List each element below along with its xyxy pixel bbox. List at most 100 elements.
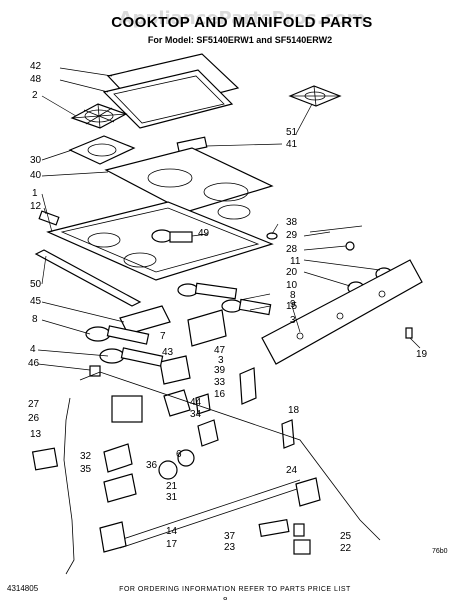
callout-30: 30 — [30, 155, 42, 166]
callout-47: 47 — [214, 345, 226, 356]
maintop-burner-right — [217, 204, 251, 220]
lower-frame-rail — [119, 479, 301, 541]
valve-shield[interactable] — [111, 395, 143, 423]
callout-40: 40 — [30, 170, 42, 181]
callout-6: 6 — [176, 449, 182, 460]
valve-44[interactable] — [163, 389, 191, 417]
callout-25: 25 — [340, 531, 352, 542]
side-bracket-39[interactable] — [239, 367, 257, 405]
callout-35: 35 — [80, 464, 92, 475]
callout-17: 17 — [166, 539, 178, 550]
burner-bracket-center[interactable] — [187, 309, 227, 347]
callout-44: 44 — [190, 397, 202, 408]
gas-valve-13[interactable] — [31, 447, 59, 471]
regulator-bracket[interactable] — [195, 393, 211, 415]
igniter-clip[interactable] — [345, 241, 355, 251]
rear-bracket-18[interactable] — [281, 419, 295, 449]
valve-bracket-43[interactable] — [159, 355, 191, 385]
ordering-note: FOR ORDERING INFORMATION REFER TO PARTS … — [119, 586, 351, 593]
callout-18: 18 — [288, 405, 300, 416]
callout-22: 22 — [340, 543, 352, 554]
callout-3-lower: 3 — [218, 355, 224, 366]
document-number: 4314805 — [7, 584, 39, 593]
callout-49: 49 — [198, 228, 210, 239]
callout-10: 10 — [286, 280, 298, 291]
maintop-clip[interactable] — [38, 210, 60, 226]
callout-37: 37 — [224, 531, 236, 542]
callout-42: 42 — [30, 61, 42, 72]
igniter-wire — [309, 225, 363, 233]
callout-39: 39 — [214, 365, 226, 376]
igniter-grommet[interactable] — [266, 232, 278, 240]
callout-14: 14 — [166, 526, 178, 537]
callout-4: 4 — [30, 344, 36, 355]
callout-7: 7 — [160, 331, 166, 342]
center-burner-assembly[interactable] — [177, 282, 272, 316]
lower-frame-rail-2 — [119, 487, 301, 549]
page-number: 8 — [223, 596, 227, 600]
gas-tube-left — [63, 397, 75, 575]
drawing-code: 76b0 — [432, 548, 448, 555]
callout-2: 2 — [32, 90, 38, 101]
rear-burner-assembly[interactable] — [151, 229, 193, 243]
callout-1: 1 — [32, 188, 38, 199]
callout-23: 23 — [224, 542, 236, 553]
callout-27: 27 — [28, 399, 40, 410]
bracket-17[interactable] — [99, 521, 127, 553]
valve-box-32[interactable] — [103, 443, 133, 473]
lower-right-valve[interactable] — [258, 518, 311, 555]
burner-drip-bowl[interactable] — [68, 135, 136, 165]
left-burner-assembly[interactable] — [85, 325, 150, 345]
maintop-burner-left — [87, 232, 121, 248]
cooktop-top-panel[interactable] — [104, 147, 274, 213]
callout-3-upper: 3 — [290, 315, 296, 326]
cover-frame[interactable] — [102, 69, 234, 129]
callout-43: 43 — [162, 347, 174, 358]
callout-28: 28 — [286, 244, 298, 255]
pressure-regulator[interactable] — [197, 419, 219, 447]
callout-29: 29 — [286, 230, 298, 241]
lower-left-burner[interactable] — [89, 347, 164, 377]
burner-opening-rear — [147, 168, 193, 188]
spark-module-36[interactable] — [158, 460, 178, 480]
callout-50: 50 — [30, 279, 42, 290]
panel-hole-3 — [378, 290, 386, 298]
leader-lines — [37, 67, 421, 371]
callout-19: 19 — [416, 349, 428, 360]
callout-48: 48 — [30, 74, 42, 85]
mounting-screw[interactable] — [405, 327, 413, 339]
gear-6[interactable] — [177, 449, 195, 467]
callout-13: 13 — [30, 429, 42, 440]
callout-36: 36 — [146, 460, 158, 471]
watermark: AppliancePartsPros.com — [118, 8, 366, 29]
callout-21: 21 — [166, 481, 178, 492]
callout-24: 24 — [286, 465, 298, 476]
callout-38: 38 — [286, 217, 298, 228]
callout-51: 51 — [286, 127, 298, 138]
callout-46: 46 — [28, 358, 40, 369]
burner-opening-front — [203, 182, 249, 202]
page-title: COOKTOP AND MANIFOLD PARTS — [111, 14, 373, 31]
callout-41: 41 — [286, 139, 298, 150]
callout-20: 20 — [286, 267, 298, 278]
callout-11: 11 — [290, 256, 301, 267]
callout-45: 45 — [30, 296, 42, 307]
callout-9: 9 — [290, 299, 296, 310]
maintop-burner-center — [123, 252, 157, 268]
callout-26: 26 — [28, 413, 40, 424]
front-trim-strip[interactable] — [34, 249, 142, 307]
model-subtitle: For Model: SF5140ERW1 and SF5140ERW2 — [147, 35, 333, 45]
burner-grate-right[interactable] — [288, 85, 342, 107]
burner-bracket-left[interactable] — [119, 305, 171, 335]
callout-8-right: 8 — [290, 290, 296, 301]
callout-8-left: 8 — [32, 314, 38, 325]
bracket-24[interactable] — [295, 477, 321, 507]
cover-frame-inner — [113, 75, 225, 124]
valve-box-35[interactable] — [103, 473, 137, 503]
callout-15: 15 — [286, 301, 298, 312]
panel-hole-1 — [296, 332, 304, 340]
callout-12: 12 — [30, 201, 42, 212]
burner-grate[interactable] — [70, 103, 128, 129]
